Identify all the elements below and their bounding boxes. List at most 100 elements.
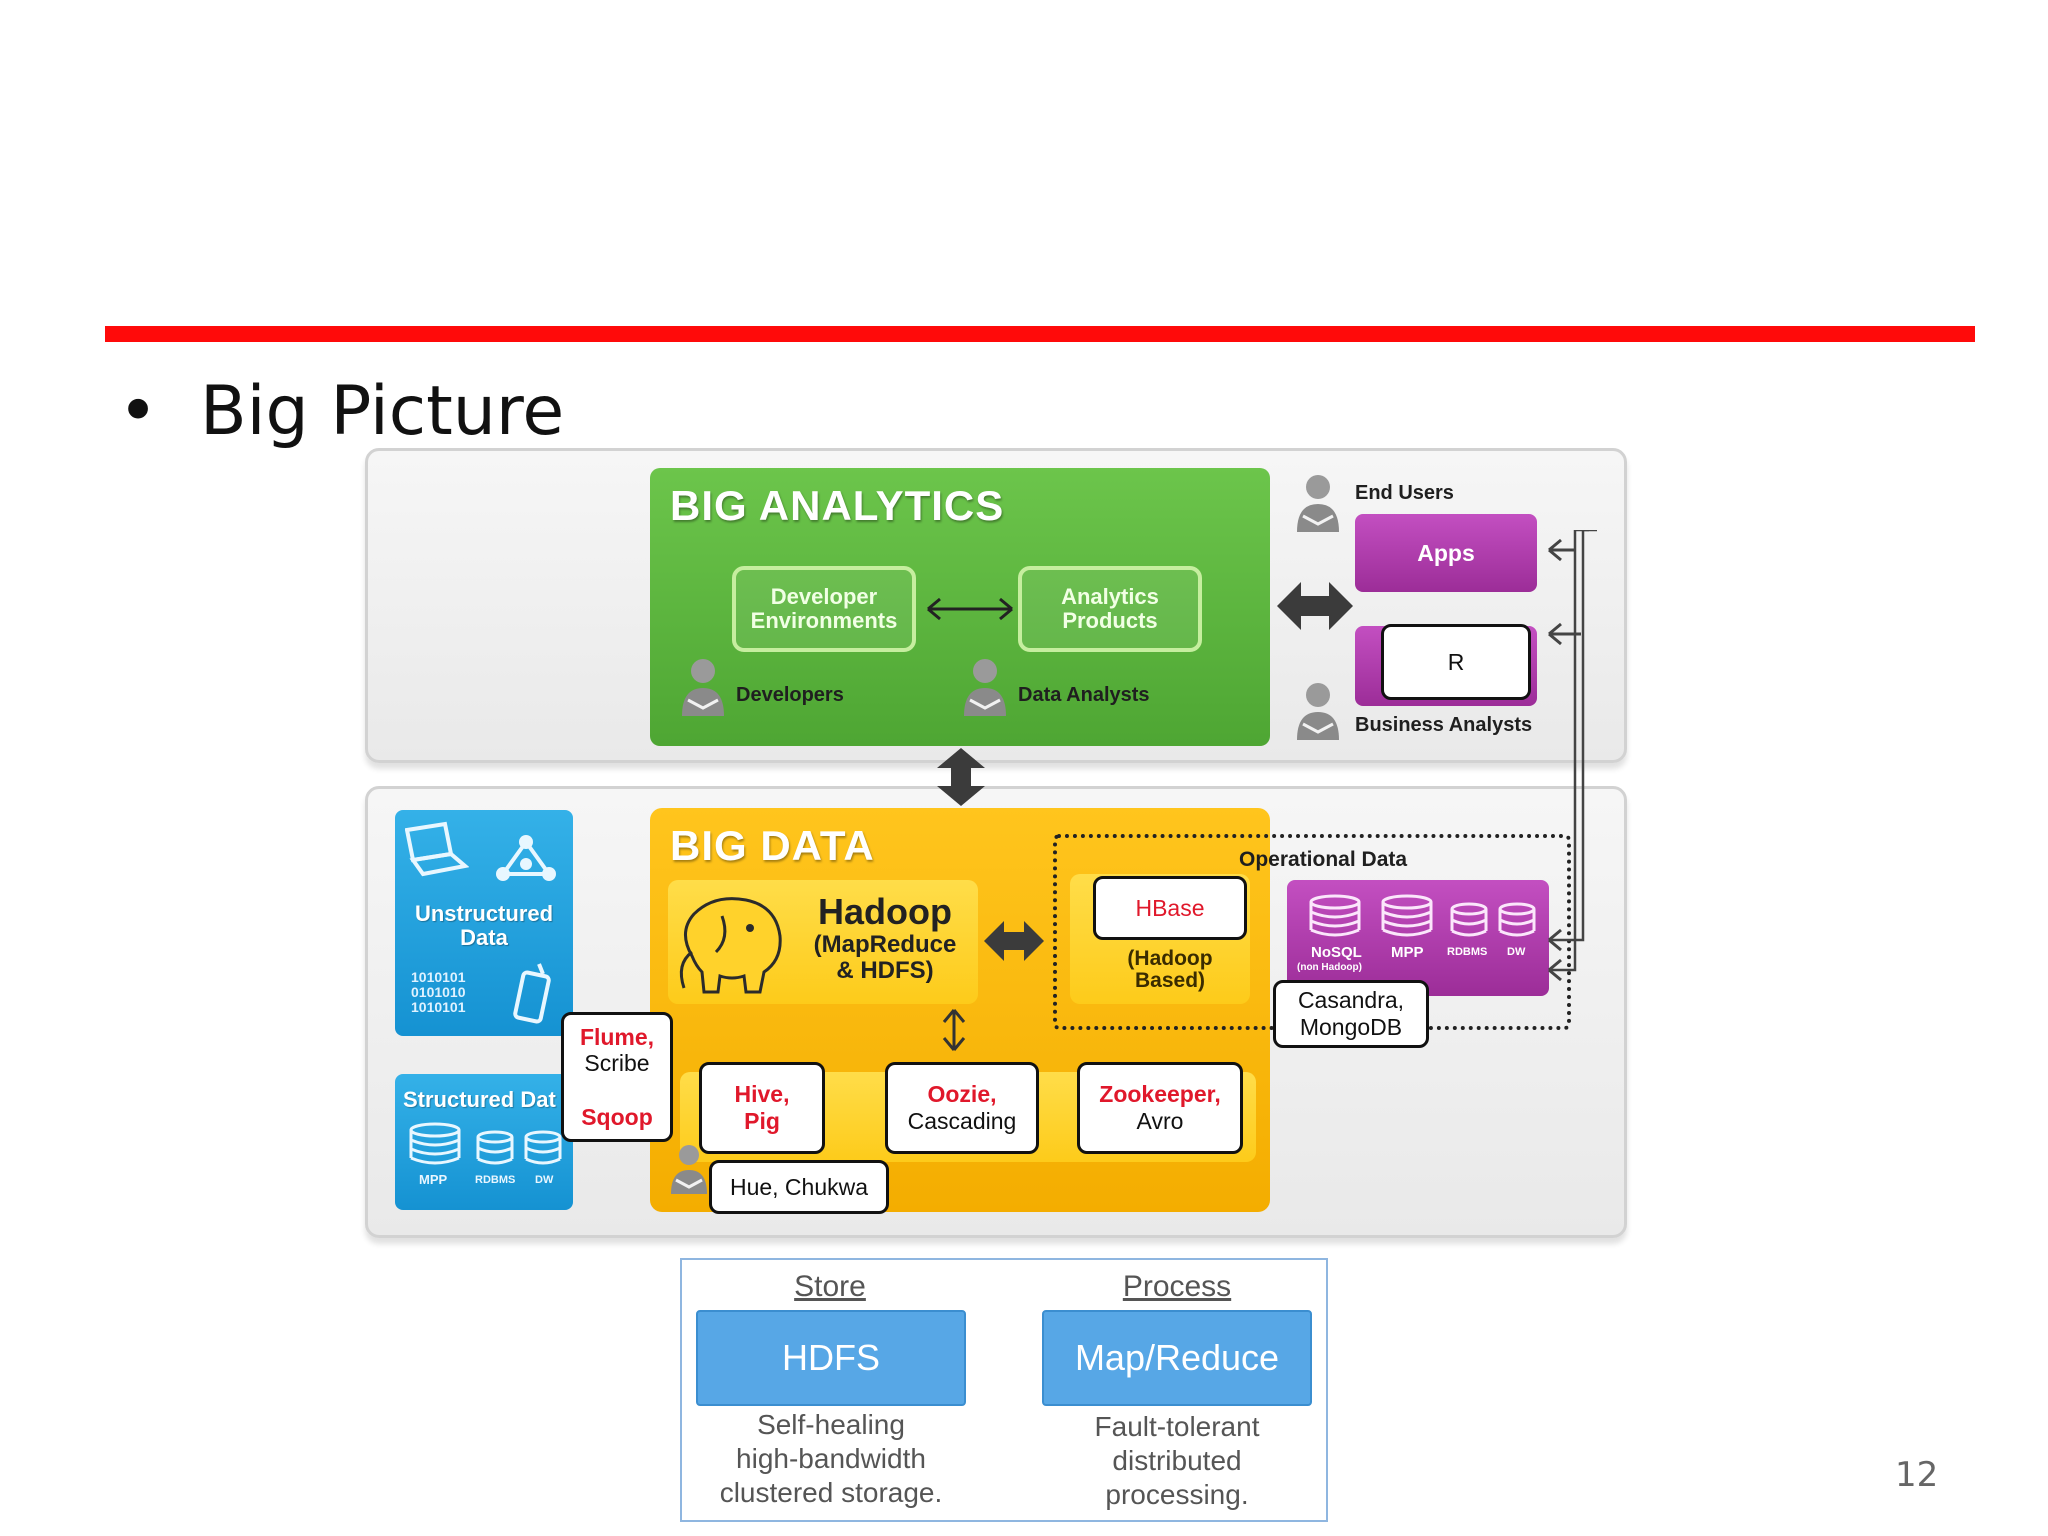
mobile-phone-icon xyxy=(513,960,553,1026)
structured-data-label: Structured Dat xyxy=(403,1087,556,1112)
store-desc-line-1: Self-healing xyxy=(757,1409,905,1440)
binary-line-1: 1010101 xyxy=(411,969,466,985)
big-data-title: BIG DATA xyxy=(670,822,875,869)
end-user-person-icon xyxy=(1295,472,1341,534)
casandra-label: Casandra, xyxy=(1297,987,1405,1013)
operational-databases-box: NoSQL (non Hadoop) MPP RDBMS DW xyxy=(1287,880,1549,996)
mpp-database-icon xyxy=(1379,894,1435,938)
data-analyst-person-icon xyxy=(962,656,1008,718)
hdfs-label: HDFS xyxy=(782,1337,880,1378)
hadoop-box: Hadoop (MapReduce & HDFS) xyxy=(668,880,978,1004)
hue-chukwa-label: Hue, Chukwa xyxy=(729,1173,869,1200)
nosql-sublabel: (non Hadoop) xyxy=(1297,962,1362,973)
page-number: 12 xyxy=(1895,1455,1939,1495)
admin-person-icon xyxy=(669,1142,709,1196)
process-description: Fault-tolerant distributed processing. xyxy=(1042,1410,1312,1512)
unstructured-label-line1: Unstructured xyxy=(414,901,554,926)
hbase-subtitle-1: (Hadoop xyxy=(1127,947,1213,970)
structured-mpp-label: MPP xyxy=(419,1172,448,1187)
casandra-mongodb-box: Casandra, MongoDB xyxy=(1273,980,1429,1048)
oozie-cascading-box: Oozie, Cascading xyxy=(885,1062,1039,1154)
analytics-products-label: Analytics Products xyxy=(1061,584,1159,633)
store-process-legend: Store HDFS Self-healing high-bandwidth c… xyxy=(680,1258,1328,1522)
flume-label: Flume, xyxy=(579,1024,655,1050)
developer-person-icon xyxy=(680,656,726,718)
store-desc-line-3: clustered storage. xyxy=(719,1477,943,1508)
dw-database-icon xyxy=(1497,902,1537,938)
rdbms-database-icon xyxy=(1449,902,1489,938)
flume-scribe-sqoop-box: Flume, Scribe Sqoop xyxy=(561,1012,673,1142)
structured-rdbms-label: RDBMS xyxy=(475,1174,516,1186)
hdfs-box: HDFS xyxy=(696,1310,966,1406)
data-analysts-label: Data Analysts xyxy=(1018,684,1150,706)
mpp-database-icon xyxy=(407,1122,463,1166)
structured-dw-label: DW xyxy=(535,1174,554,1186)
slide-title: Big Picture xyxy=(200,372,565,451)
avro-label: Avro xyxy=(1136,1108,1184,1134)
dw-database-icon xyxy=(523,1130,563,1166)
big-analytics-title: BIG ANALYTICS xyxy=(670,482,1005,529)
hadoop-subtitle-2: & HDFS) xyxy=(836,957,934,984)
hbase-label-box: HBase xyxy=(1093,876,1247,940)
unstructured-data-label: Unstructured Data xyxy=(395,902,573,950)
bidirectional-arrow-icon xyxy=(922,594,1018,624)
pig-label: Pig xyxy=(744,1108,780,1134)
rdbms-label: RDBMS xyxy=(1447,946,1488,958)
rdbms-database-icon xyxy=(475,1130,515,1166)
hadoop-subtitle-1: (MapReduce xyxy=(813,931,957,958)
apps-box: Apps xyxy=(1355,514,1537,592)
store-desc-line-2: high-bandwidth xyxy=(736,1443,926,1474)
process-desc-line-2: distributed xyxy=(1112,1445,1242,1476)
sqoop-label: Sqoop xyxy=(581,1104,653,1130)
zookeeper-avro-box: Zookeeper, Avro xyxy=(1077,1062,1243,1154)
zookeeper-label: Zookeeper, xyxy=(1099,1081,1221,1107)
apps-label: Apps xyxy=(1417,539,1475,566)
unstructured-data-source: Unstructured Data 1010101 0101010 101010… xyxy=(395,810,573,1036)
developer-environments-label: Developer Environments xyxy=(750,584,898,633)
structured-data-source: Structured Dat MPP RDBMS DW xyxy=(395,1074,573,1210)
r-box: R xyxy=(1381,624,1531,700)
dw-label: DW xyxy=(1507,946,1526,958)
scribe-label: Scribe xyxy=(584,1050,650,1076)
binary-line-2: 0101010 xyxy=(411,984,466,1000)
store-label: Store xyxy=(794,1270,866,1303)
nosql-label: NoSQL xyxy=(1311,944,1362,961)
process-label: Process xyxy=(1122,1270,1232,1303)
hadoop-tools-vertical-arrow-icon xyxy=(938,1008,970,1052)
big-picture-diagram: BIG ANALYTICS Developer Environments Ana… xyxy=(365,448,1627,1238)
binary-text: 1010101 0101010 1010101 xyxy=(411,970,466,1015)
business-analyst-person-icon xyxy=(1295,680,1341,742)
hbase-subtitle-2: Based) xyxy=(1134,969,1206,992)
thick-horizontal-double-arrow-icon xyxy=(1275,576,1355,636)
hadoop-elephant-icon xyxy=(672,892,794,996)
hbase-subtitle: (Hadoop Based) xyxy=(1070,948,1270,992)
bullet-marker: • xyxy=(118,372,159,451)
r-label: R xyxy=(1447,648,1465,675)
hadoop-hbase-double-arrow-icon xyxy=(982,916,1046,966)
mpp-label: MPP xyxy=(1391,944,1424,961)
nosql-database-icon xyxy=(1307,894,1363,938)
laptop-icon xyxy=(404,820,470,880)
analytics-products-box: Analytics Products xyxy=(1018,566,1202,652)
big-analytics-block: BIG ANALYTICS Developer Environments Ana… xyxy=(650,468,1270,746)
hadoop-label: Hadoop (MapReduce & HDFS) xyxy=(800,892,970,984)
hive-label: Hive, xyxy=(734,1081,790,1107)
business-analysts-label: Business Analysts xyxy=(1355,714,1533,736)
oozie-label: Oozie, xyxy=(927,1081,997,1107)
mapreduce-label: Map/Reduce xyxy=(1074,1337,1280,1378)
developer-environments-box: Developer Environments xyxy=(732,566,916,652)
store-description: Self-healing high-bandwidth clustered st… xyxy=(696,1408,966,1510)
hive-pig-box: Hive, Pig xyxy=(699,1062,825,1154)
operational-data-label: Operational Data xyxy=(1239,848,1408,871)
hue-chukwa-box: Hue, Chukwa xyxy=(709,1160,889,1214)
hadoop-title: Hadoop xyxy=(818,891,952,932)
network-graph-icon xyxy=(491,834,561,884)
users-connector-arrows xyxy=(1541,528,1611,990)
mongodb-label: MongoDB xyxy=(1299,1014,1403,1040)
unstructured-label-line2: Data xyxy=(460,925,508,950)
cascading-label: Cascading xyxy=(907,1108,1017,1134)
binary-line-3: 1010101 xyxy=(411,999,466,1015)
developers-label: Developers xyxy=(736,684,844,706)
mapreduce-box: Map/Reduce xyxy=(1042,1310,1312,1406)
end-users-label: End Users xyxy=(1355,482,1454,504)
